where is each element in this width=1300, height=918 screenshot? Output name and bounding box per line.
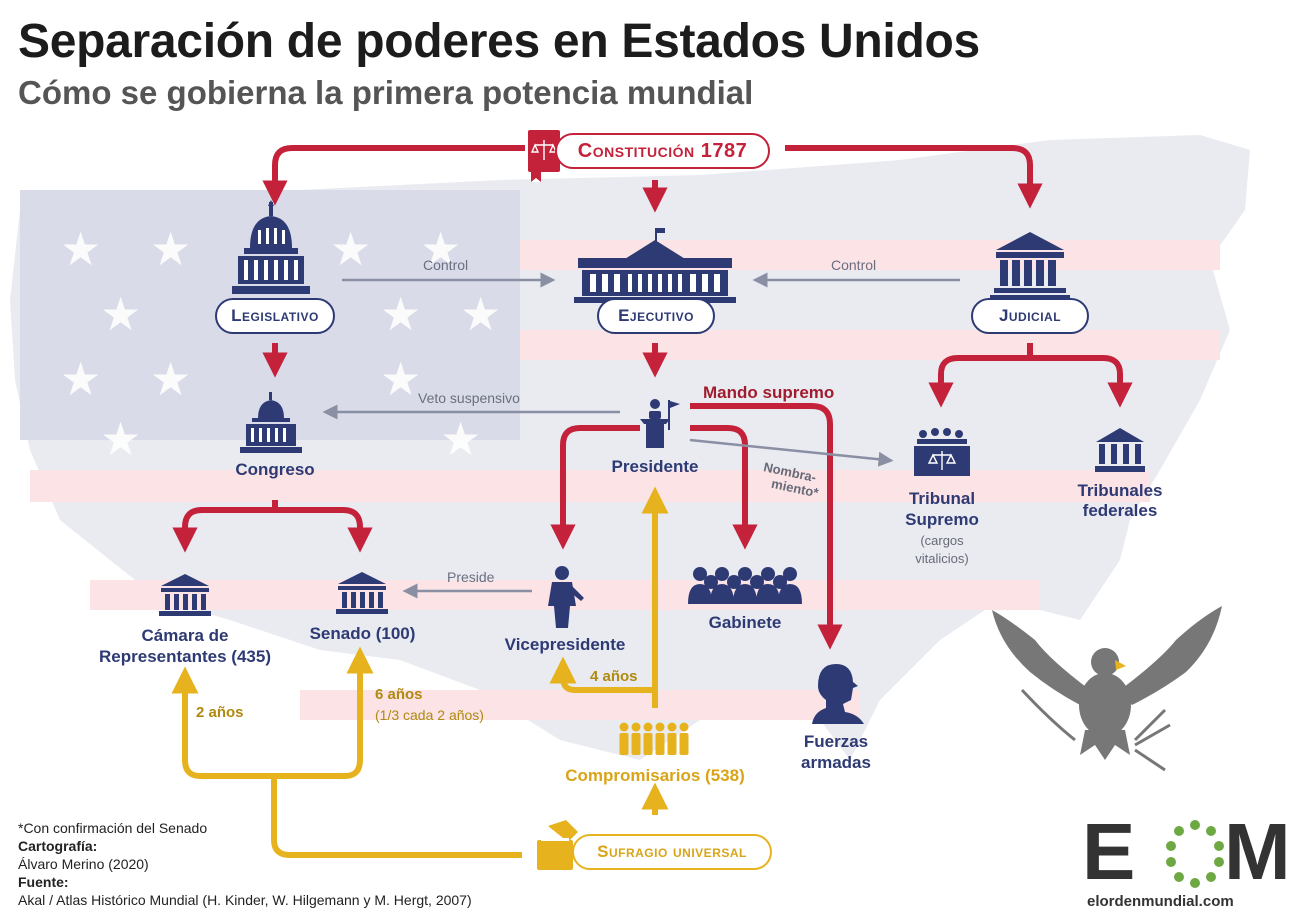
legislativo-pill: Legislativo <box>215 298 335 334</box>
svg-text:★: ★ <box>60 352 101 406</box>
ballot-box-icon <box>537 820 578 870</box>
cabinet-icon <box>688 567 802 604</box>
tribunal-supremo-note-2: vitalicios) <box>915 551 969 566</box>
tribunal-supremo-label-1: Tribunal <box>908 489 976 508</box>
svg-text:★: ★ <box>60 222 101 276</box>
tribunal-supremo-label-2: Supremo <box>905 510 979 529</box>
logo-o-dots <box>1166 820 1224 888</box>
svg-text:★: ★ <box>100 412 141 466</box>
congress-icon <box>240 392 302 453</box>
logo-e: E <box>1082 807 1135 896</box>
cartografia-label: Cartografía: <box>18 838 98 854</box>
term-senado-label: 6 años <box>375 686 423 703</box>
veto-label: Veto suspensivo <box>418 390 520 406</box>
page-subtitle: Cómo se gobierna la primera potencia mun… <box>18 74 754 111</box>
svg-text:★: ★ <box>420 222 461 276</box>
camara-label-2: Representantes (435) <box>99 647 271 666</box>
footnote: *Con confirmación del Senado <box>18 820 208 836</box>
house-building-icon <box>159 574 211 616</box>
president-podium-icon <box>640 399 680 448</box>
tribunales-federales-label-1: Tribunales <box>1077 481 1163 500</box>
senate-building-icon <box>336 572 388 614</box>
svg-text:★: ★ <box>330 222 371 276</box>
control-left-label: Control <box>423 257 469 273</box>
page-title: Separación de poderes en Estados Unidos <box>18 15 980 68</box>
logo-m: M <box>1224 807 1291 896</box>
mando-supremo-label: Mando supremo <box>703 383 835 402</box>
vice-president-icon <box>548 566 584 628</box>
cartografia-value: Álvaro Merino (2020) <box>18 856 149 872</box>
svg-text:★: ★ <box>380 352 421 406</box>
presidente-label: Presidente <box>611 457 699 476</box>
fuente-value: Akal / Atlas Histórico Mundial (H. Kinde… <box>18 892 472 908</box>
svg-text:★: ★ <box>150 222 191 276</box>
control-right-label: Control <box>831 257 877 273</box>
svg-text:★: ★ <box>380 287 421 341</box>
fuerzas-label-2: armadas <box>801 753 871 772</box>
svg-text:★: ★ <box>100 287 141 341</box>
preside-label: Preside <box>447 569 495 585</box>
eagle-seal-icon <box>992 606 1222 772</box>
term-vp-label: 4 años <box>590 668 638 685</box>
svg-text:★: ★ <box>460 287 501 341</box>
capitol-icon <box>232 200 310 294</box>
logo-url: elordenmundial.com <box>1087 893 1234 910</box>
judicial-pill: Judicial <box>971 298 1089 334</box>
term-senado-note: (1/3 cada 2 años) <box>375 707 484 723</box>
camara-label-1: Cámara de <box>141 626 229 645</box>
vicepresidente-label: Vicepresidente <box>504 635 626 654</box>
sufragio-pill: Sufragio universal <box>572 834 772 870</box>
constitucion-pill: Constitución 1787 <box>555 133 770 169</box>
soldier-icon <box>812 664 864 724</box>
logo: E M <box>1082 807 1291 896</box>
tribunal-supremo-note-1: (cargos <box>920 533 964 548</box>
term-camara-label: 2 años <box>196 704 244 721</box>
compromisarios-label: Compromisarios (538) <box>565 766 745 785</box>
electors-icon <box>619 722 689 755</box>
fuente-label: Fuente: <box>18 874 69 890</box>
congreso-label: Congreso <box>235 460 315 479</box>
svg-text:★: ★ <box>440 412 481 466</box>
supreme-court-icon <box>914 428 970 476</box>
constitution-book-icon <box>528 130 560 182</box>
svg-text:★: ★ <box>150 352 191 406</box>
federal-courts-icon <box>1095 428 1145 472</box>
courthouse-icon <box>990 232 1070 300</box>
senado-label: Senado (100) <box>309 624 416 643</box>
tribunales-federales-label-2: federales <box>1082 501 1158 520</box>
gabinete-label: Gabinete <box>708 613 782 632</box>
ejecutivo-pill: Ejecutivo <box>597 298 715 334</box>
fuerzas-label-1: Fuerzas <box>803 732 869 751</box>
